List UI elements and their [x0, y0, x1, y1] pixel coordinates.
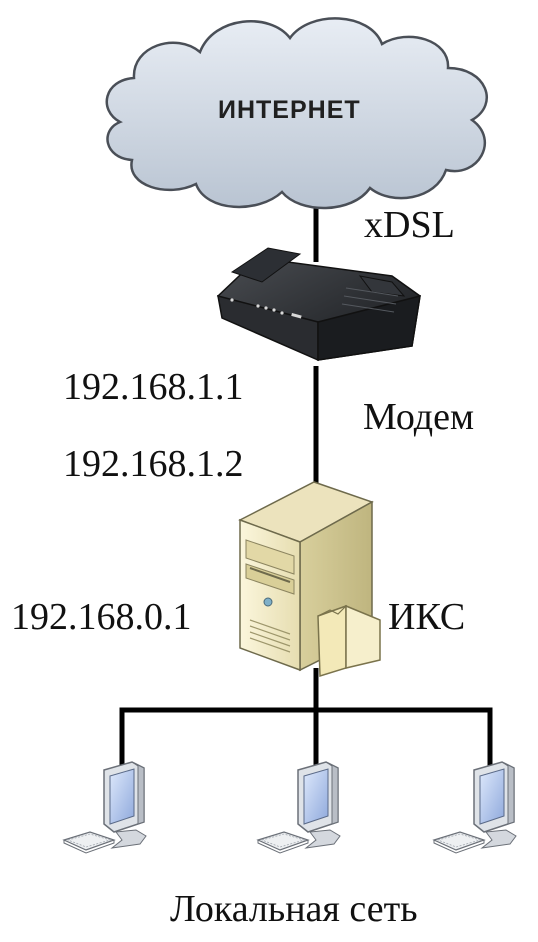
- xdsl-label: xDSL: [364, 204, 455, 246]
- lan-label: Локальная сеть: [170, 888, 418, 930]
- modem-label: Модем: [363, 396, 474, 438]
- iks-label: ИКС: [388, 596, 466, 638]
- internet-label: ИНТЕРНЕТ: [218, 96, 361, 124]
- cloud-icon: [105, 17, 488, 210]
- modem-icon: [216, 247, 421, 362]
- lan-bus: [119, 707, 493, 773]
- iks-lan-ip-label: 192.168.0.1: [11, 596, 192, 638]
- connection-lines: [119, 205, 493, 773]
- modem-ip-label: 192.168.1.1: [63, 366, 244, 408]
- iks-wan-ip-label: 192.168.1.2: [63, 443, 244, 485]
- workstation-icon: [63, 761, 147, 854]
- server-icon: [238, 481, 381, 678]
- workstation-icon: [433, 761, 517, 854]
- workstation-icon: [257, 761, 341, 854]
